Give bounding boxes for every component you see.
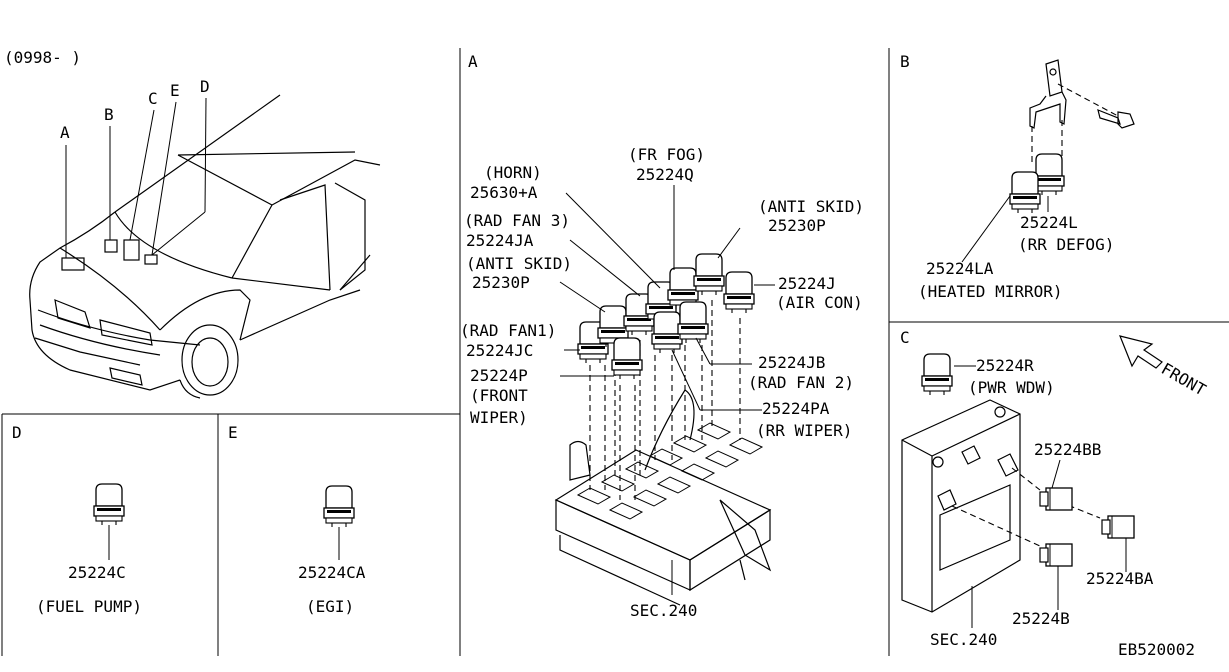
bracket-icon bbox=[1029, 59, 1067, 129]
label-sec240-a: SEC.240 bbox=[630, 601, 697, 620]
relay-icon bbox=[93, 483, 125, 526]
label-25224jb: 25224JB bbox=[758, 353, 825, 372]
label-25230p-right: 25230P bbox=[768, 216, 826, 235]
connector-icon bbox=[1039, 487, 1073, 511]
panel-d-part: 25224C bbox=[68, 563, 126, 582]
fuse-block-icon bbox=[554, 389, 772, 606]
relay-icon bbox=[611, 337, 643, 380]
label-wiper: WIPER) bbox=[470, 408, 528, 427]
panel-d: D 25224C (FUEL PUMP) bbox=[12, 423, 142, 616]
front-arrow-icon: FRONT bbox=[1119, 335, 1210, 400]
label-heated-mirror: (HEATED MIRROR) bbox=[918, 282, 1063, 301]
label-air-con: (AIR CON) bbox=[776, 293, 863, 312]
label-25630a: 25630+A bbox=[470, 183, 538, 202]
panel-b-title: B bbox=[900, 52, 910, 71]
label-rad-fan-3: (RAD FAN 3) bbox=[464, 211, 570, 230]
diagram-code: EB520002 bbox=[1118, 640, 1195, 659]
callout-d: D bbox=[200, 77, 210, 96]
overview-panel: (0998- ) bbox=[4, 48, 381, 399]
label-anti-skid-left: (ANTI SKID) bbox=[466, 254, 572, 273]
connector-icon bbox=[1101, 515, 1135, 539]
label-25224q: 25224Q bbox=[636, 165, 694, 184]
label-25224jc: 25224JC bbox=[466, 341, 533, 360]
panel-e-desc: (EGI) bbox=[306, 597, 354, 616]
label-25224p: 25224P bbox=[470, 366, 528, 385]
panel-e-part: 25224CA bbox=[298, 563, 366, 582]
relay-icon bbox=[921, 353, 953, 396]
panel-d-desc: (FUEL PUMP) bbox=[36, 597, 142, 616]
panel-d-title: D bbox=[12, 423, 22, 442]
label-25224la: 25224LA bbox=[926, 259, 994, 278]
date-range: (0998- ) bbox=[4, 48, 81, 67]
label-fr-fog: (FR FOG) bbox=[628, 145, 705, 164]
label-rad-fan-2: (RAD FAN 2) bbox=[748, 373, 854, 392]
label-25224ba: 25224BA bbox=[1086, 569, 1154, 588]
label-sec240-c: SEC.240 bbox=[930, 630, 997, 649]
relay-icon bbox=[693, 253, 725, 296]
label-25224bb: 25224BB bbox=[1034, 440, 1101, 459]
label-rad-fan-1: (RAD FAN1) bbox=[460, 321, 556, 340]
label-pwr-wdw: (PWR WDW) bbox=[968, 378, 1055, 397]
label-25224j: 25224J bbox=[778, 274, 836, 293]
relay-icon bbox=[1009, 171, 1041, 214]
bolt-icon bbox=[1097, 109, 1135, 129]
label-25224r: 25224R bbox=[976, 356, 1034, 375]
relay-icon bbox=[677, 301, 709, 344]
panel-borders bbox=[1, 48, 1229, 656]
car-icon bbox=[29, 94, 381, 399]
label-rr-wiper: (RR WIPER) bbox=[756, 421, 852, 440]
label-25230p-left: 25230P bbox=[472, 273, 530, 292]
callout-a: A bbox=[60, 123, 70, 142]
panel-a: A bbox=[460, 52, 864, 620]
callout-b: B bbox=[104, 105, 114, 124]
label-front: (FRONT bbox=[470, 386, 528, 405]
panel-a-title: A bbox=[468, 52, 478, 71]
label-25224pa: 25224PA bbox=[762, 399, 830, 418]
label-25224b: 25224B bbox=[1012, 609, 1070, 628]
panel-e: E 25224CA (EGI) bbox=[228, 423, 366, 616]
leader-lines bbox=[559, 185, 775, 595]
panel-c-title: C bbox=[900, 328, 910, 347]
label-rr-defog: (RR DEFOG) bbox=[1018, 235, 1114, 254]
relay-icon bbox=[723, 271, 755, 314]
connector-icon bbox=[1039, 543, 1073, 567]
relay-icon bbox=[323, 485, 355, 528]
label-25224l: 25224L bbox=[1020, 213, 1078, 232]
label-horn: (HORN) bbox=[484, 163, 542, 182]
callout-c: C bbox=[148, 89, 158, 108]
callout-e: E bbox=[170, 81, 180, 100]
label-25224ja: 25224JA bbox=[466, 231, 534, 250]
panel-c: C FRONT 25224R (PWR WDW) bbox=[900, 328, 1210, 649]
front-label: FRONT bbox=[1158, 359, 1210, 400]
panel-b: B 25224L (RR DEFOG) 25224LA (HEATED MIRR… bbox=[900, 52, 1135, 301]
panel-e-title: E bbox=[228, 423, 238, 442]
label-anti-skid-right: (ANTI SKID) bbox=[758, 197, 864, 216]
junction-box-icon bbox=[901, 399, 1021, 613]
